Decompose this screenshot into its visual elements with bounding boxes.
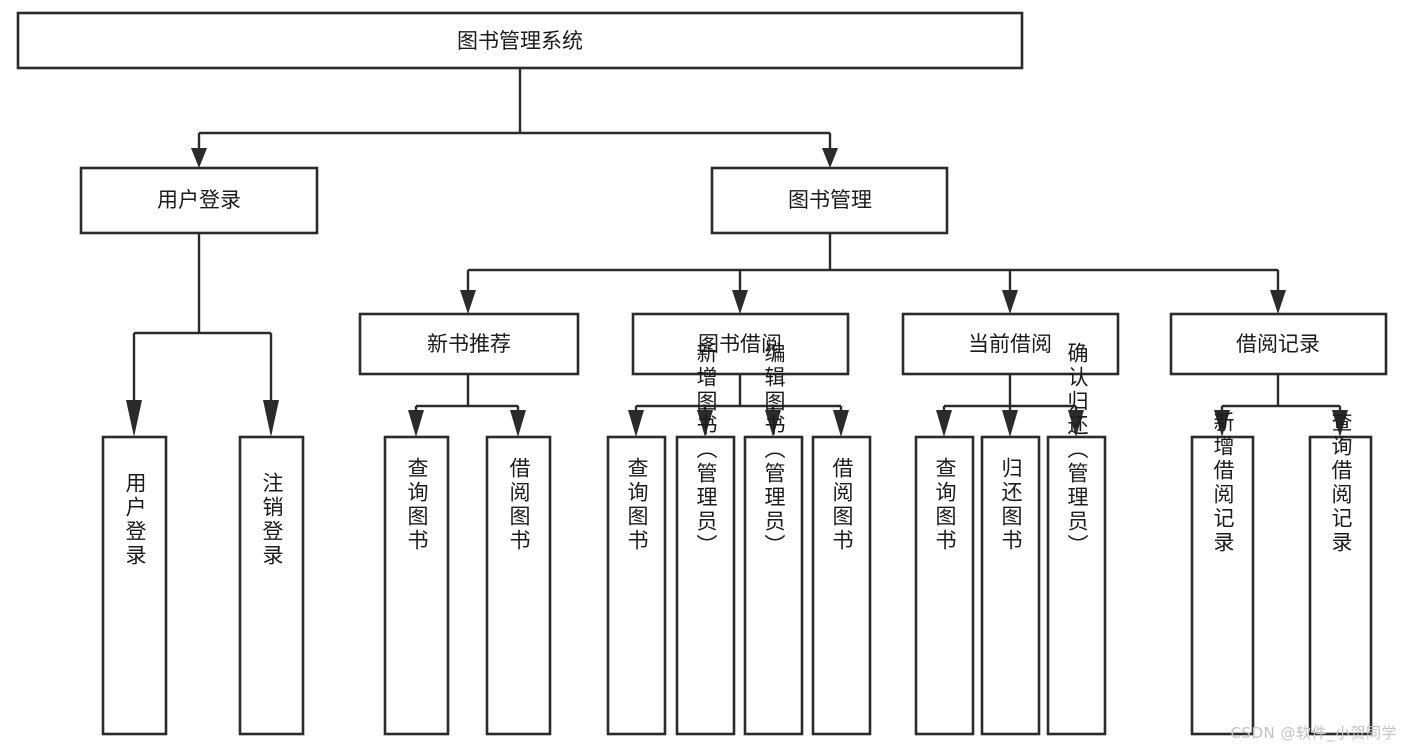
arrowhead-leaf-recommend-1 — [408, 410, 424, 437]
arrowhead-current-borrow — [1002, 290, 1018, 314]
node-new-book-recommend-box[interactable] — [358, 312, 580, 376]
arrowhead-leaf-borrow-4 — [833, 410, 849, 437]
node-current-borrow[interactable]: 当前借阅 — [901, 312, 1120, 376]
leaf-recommend-1-box[interactable] — [383, 435, 450, 736]
arrowhead-leaf-current-3 — [1068, 410, 1084, 437]
leaf-recommend-2-label: 借阅图书 — [507, 457, 531, 553]
arrowhead-borrow-record — [1270, 290, 1286, 314]
leaf-borrow-2-label: 新增图书（管理员） — [694, 342, 718, 558]
leaf-current-1-box[interactable] — [914, 435, 975, 736]
arrowhead-book-manage — [822, 148, 838, 168]
leaf-record-2-box[interactable] — [1308, 435, 1373, 736]
leaf-user-login-1-label: 用户登录 — [123, 472, 147, 568]
node-user-login-box[interactable] — [79, 166, 319, 235]
leaf-current-1-label: 查询图书 — [933, 457, 957, 553]
leaf-borrow-4-box[interactable] — [811, 435, 872, 736]
node-borrow-record[interactable]: 借阅记录 — [1169, 312, 1388, 376]
node-user-login-label: 用户登录 — [157, 188, 241, 212]
leaf-recommend-1-label: 查询图书 — [405, 457, 429, 553]
arrowhead-new-book-recommend — [460, 290, 476, 314]
leaf-borrow-1[interactable]: 查询图书 — [606, 435, 667, 736]
node-current-borrow-label: 当前借阅 — [968, 332, 1052, 356]
leaf-user-login-2-label: 注销登录 — [260, 472, 284, 568]
node-book-borrow[interactable]: 图书借阅 — [631, 312, 850, 376]
node-book-borrow-box[interactable] — [631, 312, 850, 376]
leaf-user-login-1-box[interactable] — [101, 435, 168, 736]
leaf-current-3-box[interactable] — [1046, 435, 1107, 736]
leaf-record-1-label: 新增借阅记录 — [1211, 411, 1235, 555]
leaf-user-login-2[interactable]: 注销登录 — [238, 435, 305, 736]
node-user-login[interactable]: 用户登录 — [79, 166, 319, 235]
leaf-borrow-2-box[interactable] — [675, 435, 736, 736]
leaf-current-3-label: 确认归还（管理员） — [1065, 342, 1089, 558]
node-root[interactable]: 图书管理系统 — [16, 11, 1024, 70]
leaf-record-2[interactable]: 查询借阅记录 — [1308, 411, 1373, 736]
arrowhead-user-login — [191, 148, 207, 168]
arrowhead-leaf-current-1 — [936, 410, 952, 437]
node-new-book-recommend-label: 新书推荐 — [427, 332, 511, 356]
arrowhead-leaf-borrow-2 — [697, 410, 713, 437]
node-book-borrow-label: 图书借阅 — [698, 332, 782, 356]
arrowhead-leaf-user-login-2 — [263, 400, 279, 437]
leaf-borrow-3-box[interactable] — [743, 435, 804, 736]
arrowhead-book-borrow — [732, 290, 748, 314]
arrowhead-leaf-borrow-1 — [628, 410, 644, 437]
node-root-label: 图书管理系统 — [457, 29, 583, 53]
node-borrow-record-box[interactable] — [1169, 312, 1388, 376]
leaf-recommend-2-box[interactable] — [485, 435, 552, 736]
leaf-borrow-4[interactable]: 借阅图书 — [811, 435, 872, 736]
arrowhead-leaf-borrow-3 — [765, 410, 781, 437]
leaf-current-2-label: 归还图书 — [999, 457, 1023, 553]
arrowhead-leaf-recommend-2 — [510, 410, 526, 437]
node-new-book-recommend[interactable]: 新书推荐 — [358, 312, 580, 376]
leaf-borrow-3[interactable]: 编辑图书（管理员） — [743, 342, 804, 736]
arrowhead-leaf-user-login-1 — [126, 400, 142, 437]
leaf-record-2-label: 查询借阅记录 — [1329, 411, 1353, 555]
leaf-borrow-1-label: 查询图书 — [625, 457, 649, 553]
leaf-borrow-1-box[interactable] — [606, 435, 667, 736]
leaf-borrow-3-label: 编辑图书（管理员） — [762, 342, 786, 558]
csdn-watermark: CSDN @软件_小贺同学 — [1230, 724, 1397, 742]
leaf-current-1[interactable]: 查询图书 — [914, 435, 975, 736]
node-book-manage-label: 图书管理 — [788, 188, 872, 212]
node-root-box[interactable] — [16, 11, 1024, 70]
node-book-manage-box[interactable] — [710, 166, 949, 235]
leaf-borrow-4-label: 借阅图书 — [830, 457, 854, 553]
leaf-recommend-2[interactable]: 借阅图书 — [485, 435, 552, 736]
connector-layer — [126, 68, 1348, 437]
arrowhead-leaf-record-2 — [1332, 410, 1348, 437]
leaf-user-login-2-box[interactable] — [238, 435, 305, 736]
leaf-user-login-1[interactable]: 用户登录 — [101, 435, 168, 736]
node-current-borrow-box[interactable] — [901, 312, 1120, 376]
leaf-recommend-1[interactable]: 查询图书 — [383, 435, 450, 736]
leaf-current-2[interactable]: 归还图书 — [980, 435, 1041, 736]
arrowhead-leaf-current-2 — [1002, 410, 1018, 437]
leaf-current-3[interactable]: 确认归还（管理员） — [1046, 342, 1107, 736]
node-borrow-record-label: 借阅记录 — [1236, 332, 1320, 356]
leaf-record-1[interactable]: 新增借阅记录 — [1190, 411, 1255, 736]
node-book-manage[interactable]: 图书管理 — [710, 166, 949, 235]
arrowhead-leaf-record-1 — [1214, 410, 1230, 437]
leaf-record-1-box[interactable] — [1190, 435, 1255, 736]
leaf-current-2-box[interactable] — [980, 435, 1041, 736]
leaf-borrow-2[interactable]: 新增图书（管理员） — [675, 342, 736, 736]
